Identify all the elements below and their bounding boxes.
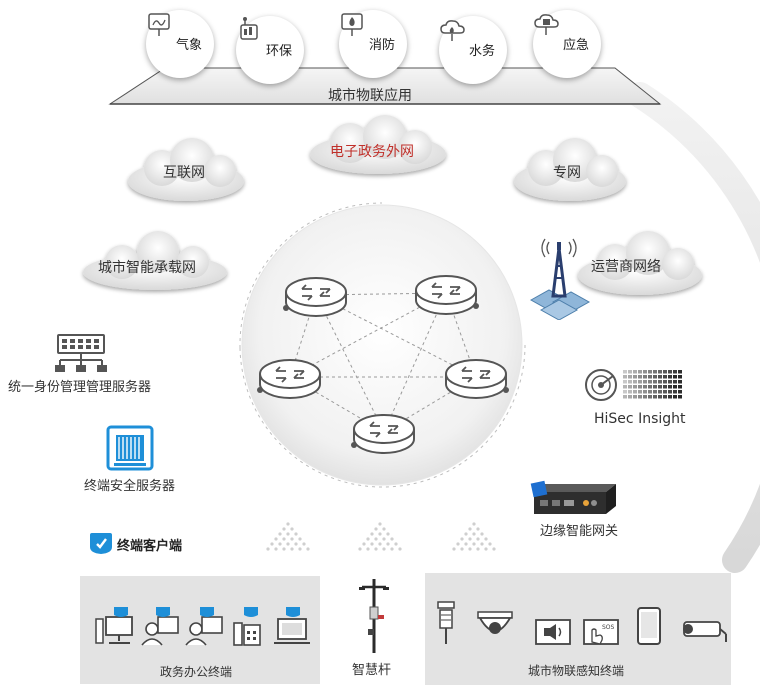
router-icon xyxy=(351,414,415,454)
ip-phone-icon xyxy=(233,607,261,646)
edge-gateway-icon xyxy=(530,480,616,514)
iot-terminal-devices: SOS xyxy=(437,601,727,645)
cloud-egov xyxy=(310,115,446,174)
bubble-fire[interactable]: 消防 xyxy=(339,10,407,78)
cloud-label-egov: 电子政务外网 xyxy=(330,144,414,160)
security-server-label: 终端安全服务器 xyxy=(84,479,176,494)
core-network-sphere xyxy=(241,204,523,486)
bubble-water[interactable]: 水务 xyxy=(439,16,507,84)
water-icon xyxy=(440,20,465,41)
bubble-label-water: 水务 xyxy=(469,44,496,59)
terminal-client-label: 终端客户端 xyxy=(117,539,183,554)
router-icon xyxy=(257,359,321,399)
dot-pattern xyxy=(266,522,496,551)
hisec-insight-icon xyxy=(585,369,682,401)
office-terminals-label: 政务办公终端 xyxy=(160,665,233,679)
user-terminal-icon-2 xyxy=(185,607,223,646)
smart-pole-label: 智慧杆 xyxy=(352,663,392,678)
bullet-camera-icon xyxy=(683,621,727,642)
platform-label: 城市物联应用 xyxy=(328,88,412,104)
cloud-city-net xyxy=(83,231,227,290)
router-icon xyxy=(445,359,509,399)
cloud-label-private: 专网 xyxy=(553,165,581,181)
dome-camera-icon xyxy=(477,611,513,634)
iot-terminals-panel xyxy=(425,573,731,685)
cloud-carrier xyxy=(578,231,702,295)
office-terminal-devices xyxy=(95,607,310,646)
bubble-label-fire: 消防 xyxy=(369,38,396,53)
fire-icon xyxy=(341,13,363,36)
cloud-label-internet: 互联网 xyxy=(163,165,205,181)
bubble-weather[interactable]: 气象 xyxy=(146,10,214,78)
tablet-icon xyxy=(637,607,661,645)
cloud-internet xyxy=(128,138,244,201)
router-icon xyxy=(415,275,479,315)
cloud-label-carrier: 运营商网络 xyxy=(591,259,661,275)
iot-terminals-label: 城市物联感知终端 xyxy=(528,664,625,678)
emergency-icon xyxy=(534,14,559,35)
identity-server-label: 统一身份管理管理服务器 xyxy=(8,380,152,395)
core-routers xyxy=(257,275,509,454)
platform-trapezoid xyxy=(108,67,662,105)
edge-gateway-label: 边缘智能网关 xyxy=(540,524,619,539)
svg-text:SOS: SOS xyxy=(602,624,615,631)
security-server-icon xyxy=(106,425,154,471)
bubble-emergency[interactable]: 应急 xyxy=(533,10,601,78)
cell-tower-icon xyxy=(529,238,591,320)
org-chart-icon xyxy=(55,334,107,372)
laptop-terminal-icon xyxy=(274,607,310,644)
environment-icon xyxy=(240,17,258,40)
cloud-label-city-net: 城市智能承载网 xyxy=(98,260,196,276)
router-icon xyxy=(283,277,347,317)
hisec-label: HiSec Insight xyxy=(594,411,686,427)
bubble-environment[interactable]: 环保 xyxy=(236,16,304,84)
desktop-pc-icon xyxy=(95,607,133,644)
sos-button-icon: SOS xyxy=(583,619,619,645)
cloud-private xyxy=(514,138,626,201)
user-terminal-icon-1 xyxy=(141,607,179,646)
weather-sensor-icon xyxy=(437,601,455,644)
terminal-client-icon xyxy=(90,533,112,554)
bubble-label-emergency: 应急 xyxy=(563,38,590,53)
bubble-label-weather: 气象 xyxy=(176,38,203,53)
weather-icon xyxy=(148,13,170,36)
outer-arc xyxy=(627,82,760,573)
alarm-speaker-icon xyxy=(535,619,571,645)
bubble-label-environment: 环保 xyxy=(266,44,293,59)
smart-pole-icon xyxy=(359,579,389,653)
